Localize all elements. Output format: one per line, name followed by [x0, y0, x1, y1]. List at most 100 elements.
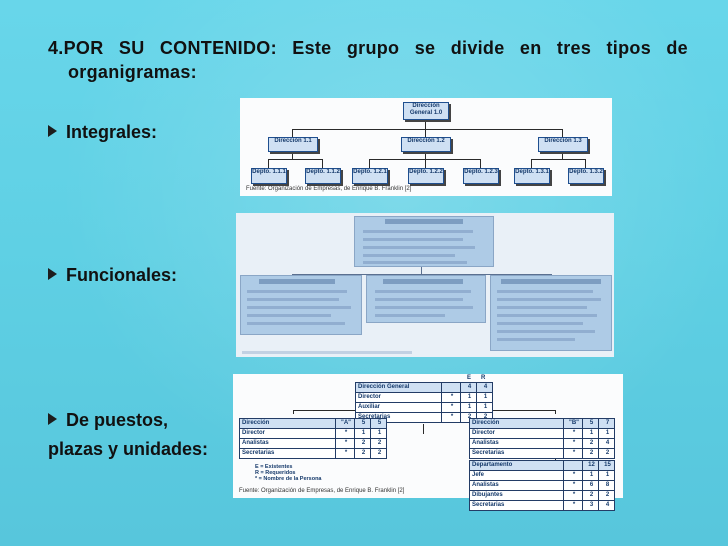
row-e: 2: [460, 413, 476, 422]
org-box-dept: Depto. 1.3.1: [514, 168, 550, 184]
row-mark: "A": [335, 419, 354, 428]
row-r: 1: [476, 393, 492, 402]
row-r: 4: [598, 439, 614, 448]
row-name: Director: [242, 430, 266, 436]
row-e: 3: [582, 501, 598, 510]
org-box-label: Depto. 1.3.2: [569, 169, 603, 175]
row-mark: *: [335, 439, 354, 448]
row-mark: *: [563, 471, 582, 480]
row-r: 4: [598, 501, 614, 510]
org-box-direction: Dirección 1.1: [268, 137, 318, 152]
org-box-dept: Depto. 1.3.2: [568, 168, 604, 184]
bullet-label: Integrales:: [66, 122, 158, 142]
row-e: 5: [354, 419, 370, 428]
row-e: 1: [460, 393, 476, 402]
row-mark: "B": [563, 419, 582, 428]
row-r: 2: [476, 413, 492, 422]
row-name: Director: [472, 430, 496, 436]
row-name: Analistas: [472, 482, 499, 488]
row-mark: *: [563, 439, 582, 448]
row-mark: [441, 383, 460, 392]
row-mark: *: [441, 403, 460, 412]
arrow-bullet-icon: [48, 125, 57, 137]
row-name: Dirección: [242, 420, 270, 426]
row-r: 2: [598, 449, 614, 458]
row-mark: *: [563, 481, 582, 490]
slide-heading: 4.POR SU CONTENIDO: Este grupo se divide…: [48, 36, 688, 84]
org-box-label: Depto. 1.3.1: [515, 169, 549, 175]
org-box-label: Depto. 1.2.2: [409, 169, 443, 175]
row-name: Secretarias: [472, 502, 505, 508]
row-mark: *: [563, 449, 582, 458]
bullet-label: De puestos,: [66, 410, 169, 430]
org-box-dept: Depto. 1.1.1: [251, 168, 287, 184]
row-e: 1: [354, 429, 370, 438]
row-r: 1: [598, 429, 614, 438]
arrow-bullet-icon: [48, 413, 57, 425]
legend-item: * = Nombre de la Persona: [255, 476, 322, 482]
row-e: 12: [582, 461, 598, 470]
row-r: 2: [370, 449, 386, 458]
legend-item: R = Requeridos: [255, 470, 296, 476]
org-box-label: Dirección 1.1: [274, 138, 312, 144]
org-box-direction: Dirección 1.3: [538, 137, 588, 152]
row-mark: *: [335, 429, 354, 438]
row-r: 1: [598, 471, 614, 480]
org-box-label: Dirección 1.2: [407, 138, 445, 144]
row-mark: [563, 461, 582, 470]
row-r: 1: [370, 429, 386, 438]
row-r: 15: [598, 461, 614, 470]
chart-legend: E = Existentes R = Requeridos * = Nombre…: [255, 464, 321, 482]
row-e: 1: [582, 471, 598, 480]
row-r: 4: [476, 383, 492, 392]
bullet-puestos: De puestos,: [48, 410, 168, 431]
row-name: Auxiliar: [358, 404, 381, 410]
row-r: 2: [598, 491, 614, 500]
org-box-label: Depto. 1.1.1: [252, 169, 286, 175]
org-box-label: Depto. 1.2.1: [353, 169, 387, 175]
row-e: 2: [582, 439, 598, 448]
functional-box-top: [354, 216, 494, 267]
row-r: 1: [476, 403, 492, 412]
functional-box-right: [490, 275, 612, 351]
row-r: 2: [370, 439, 386, 448]
row-name: Secretarias: [472, 450, 505, 456]
heading-line-2: organigramas:: [68, 62, 197, 82]
row-name: Dibujantes: [472, 492, 503, 498]
row-mark: *: [563, 501, 582, 510]
chart-caption: Fuente: Organización de Empresas, de Enr…: [239, 488, 405, 494]
row-name: Analistas: [242, 440, 269, 446]
org-box-label: Dirección General 1.0: [409, 103, 443, 116]
bullet-integrales: Integrales:: [48, 122, 157, 143]
row-name: Secretarias: [358, 414, 391, 420]
col-e-header: E: [467, 375, 472, 381]
row-name: Dirección General: [358, 384, 410, 390]
row-name: Secretarias: [242, 450, 275, 456]
org-box-dept: Depto. 1.2.3: [463, 168, 499, 184]
org-box-dept: Depto. 1.2.1: [352, 168, 388, 184]
row-e: 2: [582, 491, 598, 500]
org-box-label: Depto. 1.2.3: [464, 169, 498, 175]
row-mark: *: [335, 449, 354, 458]
heading-line-1: 4.POR SU CONTENIDO: Este grupo se divide…: [48, 38, 688, 58]
row-r: 5: [370, 419, 386, 428]
